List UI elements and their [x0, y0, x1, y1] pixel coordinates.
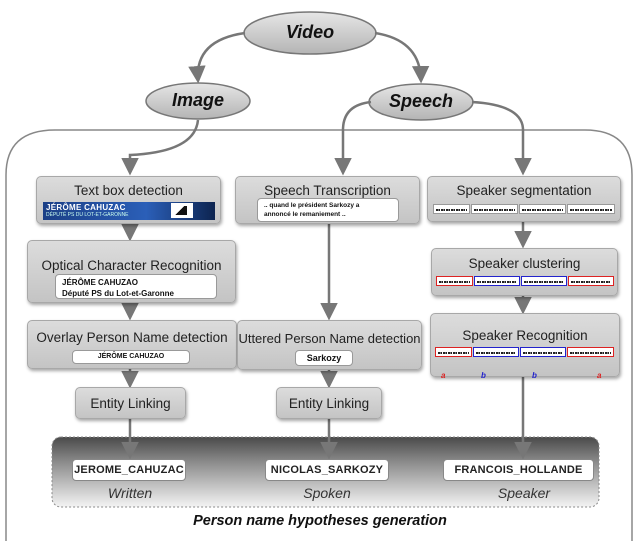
entity-linking-image-title: Entity Linking: [90, 396, 171, 411]
overlay-name-detection-box: Overlay Person Name detection JÉRÔME CAH…: [27, 320, 237, 369]
entity-linking-speech-title: Entity Linking: [288, 396, 370, 411]
overlay-name-value: JÉRÔME CAHUZAO: [72, 350, 190, 364]
segmentation-waveform-2: [471, 204, 518, 214]
segmentation-waveform-4: [567, 204, 615, 214]
speaker-segmentation-box: Speaker segmentation: [427, 176, 621, 222]
footer-title: Person name hypotheses generation: [193, 513, 447, 529]
uttered-name-detection-box: Uttered Person Name detection Sarkozy: [237, 320, 422, 370]
arrow-speech-transcription: [334, 100, 372, 176]
uttered-name-value: Sarkozy: [295, 350, 353, 366]
speaker-label-3: b: [532, 371, 537, 380]
speaker-label-1: a: [441, 371, 446, 380]
speaker-segmentation-title: Speaker segmentation: [456, 183, 592, 198]
banner-subtitle: DÉPUTÉ PS DU LOT-ET-GARONNE: [46, 212, 129, 218]
arrow-video-image: [188, 31, 246, 84]
spoken-caption: Spoken: [303, 485, 351, 501]
segmentation-waveform-3: [519, 204, 566, 214]
banner-name: JÉRÔME CAHUZAC: [46, 203, 126, 212]
speech-transcription-box: Speech Transcription .. quand le préside…: [235, 176, 420, 224]
clustering-segment-a1: [436, 276, 473, 286]
ocr-box: Optical Character Recognition JÉRÔME CAH…: [27, 240, 236, 303]
entity-linking-image-box: Entity Linking: [75, 387, 186, 419]
banner-logo: [171, 203, 193, 218]
ocr-result: JÉRÔME CAHUZAO Député PS du Lot-et-Garon…: [55, 274, 217, 299]
text-box-detection-title: Text box detection: [74, 183, 183, 198]
image-label: Image: [171, 90, 225, 110]
clustering-segment-b1: [474, 276, 520, 286]
spoken-result: NICOLAS_SARKOZY: [265, 459, 389, 481]
speech-transcription-title: Speech Transcription: [264, 183, 391, 198]
clustering-segment-b2: [521, 276, 567, 286]
outer-frame: [5, 129, 633, 541]
text-box-detection-box: Text box detection JÉRÔME CAHUZAC DÉPUTÉ…: [36, 176, 221, 224]
ocr-title: Optical Character Recognition: [41, 258, 222, 273]
speaker-result: FRANCOIS_HOLLANDE: [443, 459, 594, 481]
arrow-image-textbox: [121, 119, 200, 176]
news-banner: JÉRÔME CAHUZAC DÉPUTÉ PS DU LOT-ET-GARON…: [43, 202, 215, 220]
video-label: Video: [285, 22, 335, 42]
speech-label: Speech: [388, 91, 454, 111]
arrow-speech-segmentation: [471, 100, 532, 176]
written-result: JEROME_CAHUZAC: [72, 459, 186, 481]
arrow-video-speech: [374, 31, 430, 84]
speaker-label-4: a: [597, 371, 602, 380]
speaker-recognition-title: Speaker Recognition: [462, 328, 588, 343]
speaker-label-2: b: [481, 371, 486, 380]
uttered-name-detection-title: Uttered Person Name detection: [238, 331, 421, 346]
entity-linking-speech-box: Entity Linking: [276, 387, 382, 419]
recognition-segment-b2: [520, 347, 566, 357]
clustering-segment-a2: [568, 276, 614, 286]
speaker-clustering-box: Speaker clustering: [431, 248, 618, 296]
recognition-segment-a1: [435, 347, 472, 357]
recognition-segment-b1: [473, 347, 519, 357]
transcript-text: .. quand le président Sarkozy a annoncé …: [257, 198, 399, 222]
speaker-recognition-box: Speaker Recognition: [430, 313, 620, 377]
segmentation-waveform-1: [433, 204, 470, 214]
transcript-line-1: .. quand le président Sarkozy a: [264, 202, 360, 209]
speaker-caption: Speaker: [497, 485, 551, 501]
ocr-line-1: JÉRÔME CAHUZAO: [62, 278, 139, 287]
overlay-name-detection-title: Overlay Person Name detection: [36, 330, 228, 345]
speaker-clustering-title: Speaker clustering: [468, 256, 581, 271]
recognition-segment-a2: [567, 347, 614, 357]
ocr-line-2: Député PS du Lot-et-Garonne: [62, 289, 174, 298]
transcript-line-2: annoncé le remaniement ..: [264, 211, 346, 218]
written-caption: Written: [107, 485, 153, 501]
